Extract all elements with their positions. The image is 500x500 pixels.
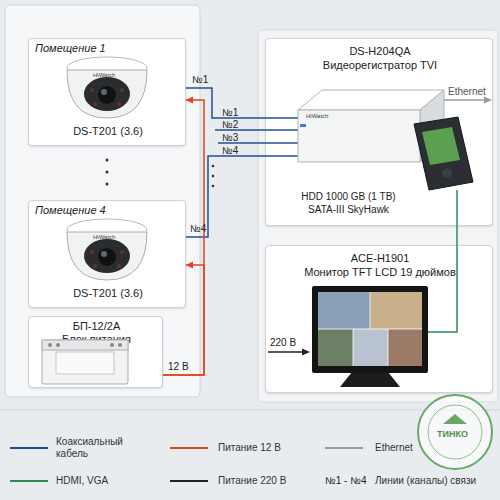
legend-text: Питание 12 В xyxy=(218,442,281,454)
node-text: DS-T201 (3.6) xyxy=(29,125,187,138)
legend-sample-text: №1 - №4 xyxy=(325,475,366,486)
port-label: Ethernet xyxy=(448,86,486,97)
legend-text: Линии (каналы) связи xyxy=(375,475,476,487)
node-text: Блок питания xyxy=(29,333,164,346)
node-title: DS-H204QA xyxy=(266,45,494,58)
arrow-head xyxy=(186,262,193,269)
connector xyxy=(457,226,458,245)
rooms-area xyxy=(5,5,200,397)
brand-logo: HiWatch xyxy=(306,113,328,120)
connector-line xyxy=(456,226,458,245)
monitor-panel: ACE-H1901Монитор TFT LCD 19 дюймов xyxy=(265,245,493,393)
edge-label: №4 xyxy=(190,223,206,234)
channel-number: №2 xyxy=(222,119,238,130)
node-title: Помещение 1 xyxy=(35,42,106,55)
node-title: Помещение 4 xyxy=(35,204,106,217)
node-text: Видеорегистратор TVI xyxy=(266,59,494,72)
node-text: HDD 1000 GB (1 TB) xyxy=(266,191,431,203)
arrow-head xyxy=(186,97,193,104)
node-text: Монитор TFT LCD 19 дюймов xyxy=(266,266,494,279)
dvr-panel: DS-H204QAВидеорегистратор TVI HDD 1000 GB… xyxy=(265,38,493,226)
equipment-area xyxy=(258,30,498,402)
edge-label: 12 В xyxy=(168,361,189,372)
room-box: Помещение 1 DS-T201 (3.6) xyxy=(28,38,186,146)
voltage-label: 220 В xyxy=(270,337,296,348)
legend-divider xyxy=(0,410,500,411)
channel-number: №1 xyxy=(222,107,238,118)
connector xyxy=(186,88,265,118)
node-text: DS-T201 (3.6) xyxy=(29,287,187,300)
legend-swatch xyxy=(10,480,48,482)
legend-swatch xyxy=(170,480,208,482)
legend-swatch xyxy=(325,447,363,449)
room-box: Помещение 4 DS-T201 (3.6) xyxy=(28,200,186,308)
watermark-stamp xyxy=(418,395,492,469)
connector-line xyxy=(186,88,265,118)
connector xyxy=(186,156,265,237)
legend-swatch xyxy=(170,447,208,449)
legend-swatch xyxy=(10,447,48,449)
watermark-text: ТИНКО xyxy=(437,430,468,440)
node-text: SATA-III SkyHawk xyxy=(266,204,431,216)
channel-number: №4 xyxy=(222,145,238,156)
connector-line xyxy=(186,156,265,237)
brand-logo: HiWatch xyxy=(93,234,115,241)
legend-text: Питание 220 В xyxy=(218,475,286,487)
node-title: БП-12/2А xyxy=(29,320,164,333)
edge-label: №1 xyxy=(192,74,208,85)
brand-logo: HiWatch xyxy=(93,72,115,79)
legend-text: HDMI, VGA xyxy=(56,475,108,487)
ellipsis-dots xyxy=(106,159,215,188)
power-supply-box: БП-12/2АБлок питания xyxy=(28,316,163,388)
legend-text: Коаксиальный кабель xyxy=(56,436,128,459)
node-title: ACE-H1901 xyxy=(266,252,494,265)
channel-number: №3 xyxy=(222,132,238,143)
legend-text: Ethernet xyxy=(375,442,413,454)
